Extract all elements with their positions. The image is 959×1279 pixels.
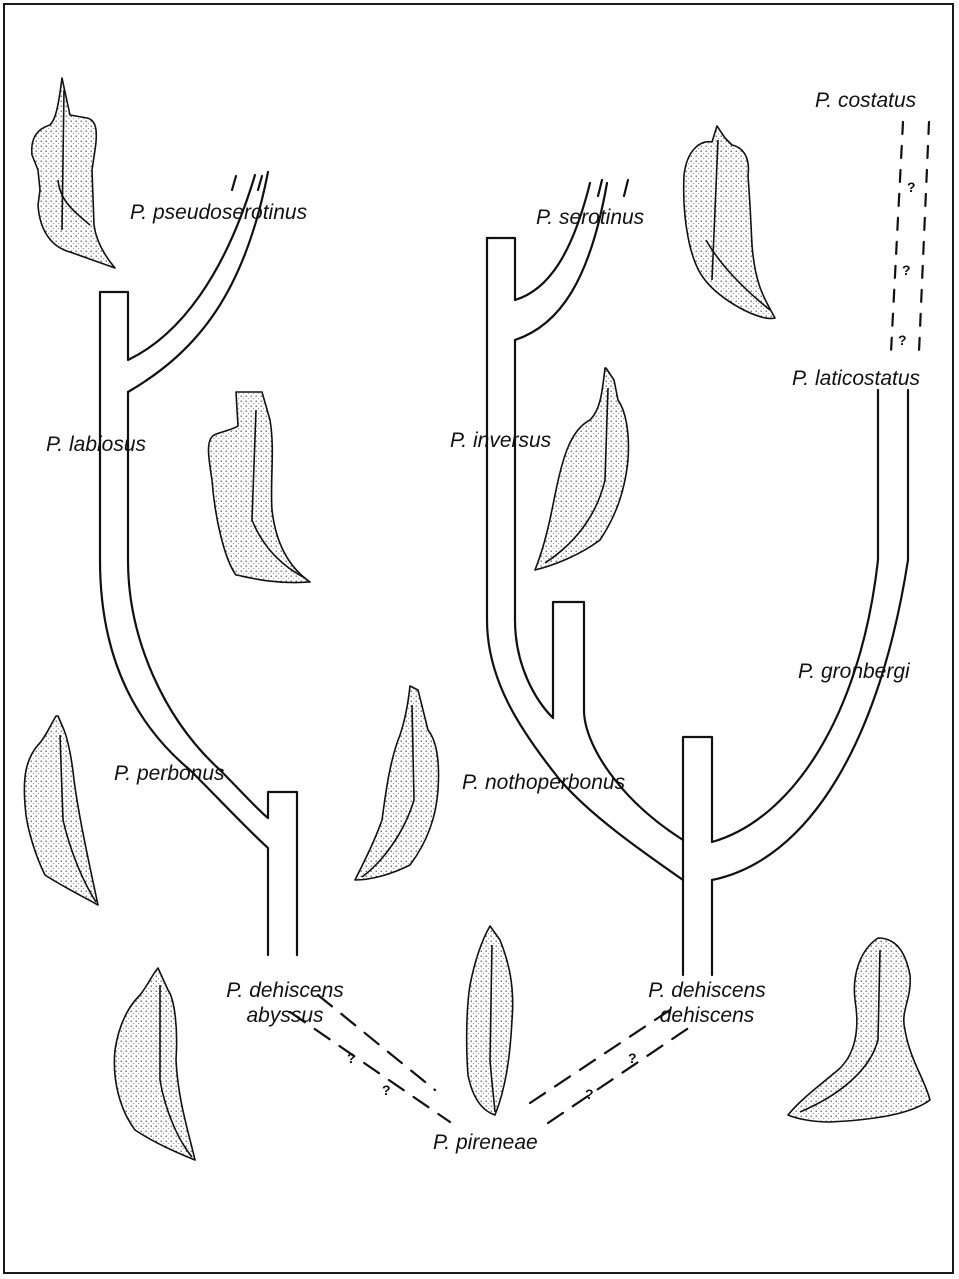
taxon-label-perbonus: P. perbonus bbox=[114, 763, 225, 784]
branch-pseudoserotinus-tick bbox=[232, 176, 262, 190]
branch-inversus bbox=[487, 183, 683, 975]
taxon-label-line: dehiscens bbox=[632, 1005, 782, 1026]
question-mark: ? bbox=[628, 1050, 637, 1066]
taxon-label-dehiscens-abyssus: P. dehiscens abyssus bbox=[210, 980, 360, 1026]
taxon-label-line: P. dehiscens bbox=[210, 980, 360, 1001]
conodont-element-icon bbox=[355, 686, 439, 880]
question-mark: ? bbox=[347, 1050, 356, 1066]
taxon-label-dehiscens-dehiscens: P. dehiscens dehiscens bbox=[632, 980, 782, 1026]
conodont-element-icon bbox=[684, 126, 775, 318]
conodont-element-icon bbox=[788, 938, 930, 1122]
question-mark: ? bbox=[898, 332, 907, 348]
taxon-label-gronbergi: P. gronbergi bbox=[798, 661, 910, 682]
taxon-label-line: P. dehiscens bbox=[632, 980, 782, 1001]
conodont-element-icon bbox=[114, 968, 195, 1160]
taxon-label-pseudoserotinus: P. pseudoserotinus bbox=[130, 202, 307, 223]
taxon-label-line: abyssus bbox=[210, 1005, 360, 1026]
branch-serotinus-tick bbox=[598, 180, 628, 196]
taxon-label-nothoperbonus: P. nothoperbonus bbox=[462, 772, 625, 793]
taxon-label-costatus: P. costatus bbox=[815, 90, 916, 111]
question-marks: ? ? ? ? ? ? ? bbox=[347, 179, 916, 1102]
taxon-label-inversus: P. inversus bbox=[450, 430, 551, 451]
question-mark: ? bbox=[585, 1086, 594, 1102]
conodont-element-icon bbox=[467, 926, 513, 1115]
taxon-label-serotinus: P. serotinus bbox=[536, 207, 644, 228]
taxon-label-labiosus: P. labiosus bbox=[46, 434, 146, 455]
conodont-element-icon bbox=[24, 716, 98, 905]
taxon-label-laticostatus: P. laticostatus bbox=[792, 368, 920, 389]
taxon-label-pireneae: P. pireneae bbox=[433, 1132, 538, 1153]
question-mark: ? bbox=[902, 262, 911, 278]
question-mark: ? bbox=[907, 179, 916, 195]
uncertain-costatus-link bbox=[891, 122, 929, 352]
conodont-element-icon bbox=[32, 78, 115, 268]
conodont-element-icon bbox=[209, 392, 311, 583]
conodont-element-icon bbox=[535, 368, 628, 570]
question-mark: ? bbox=[382, 1082, 391, 1098]
